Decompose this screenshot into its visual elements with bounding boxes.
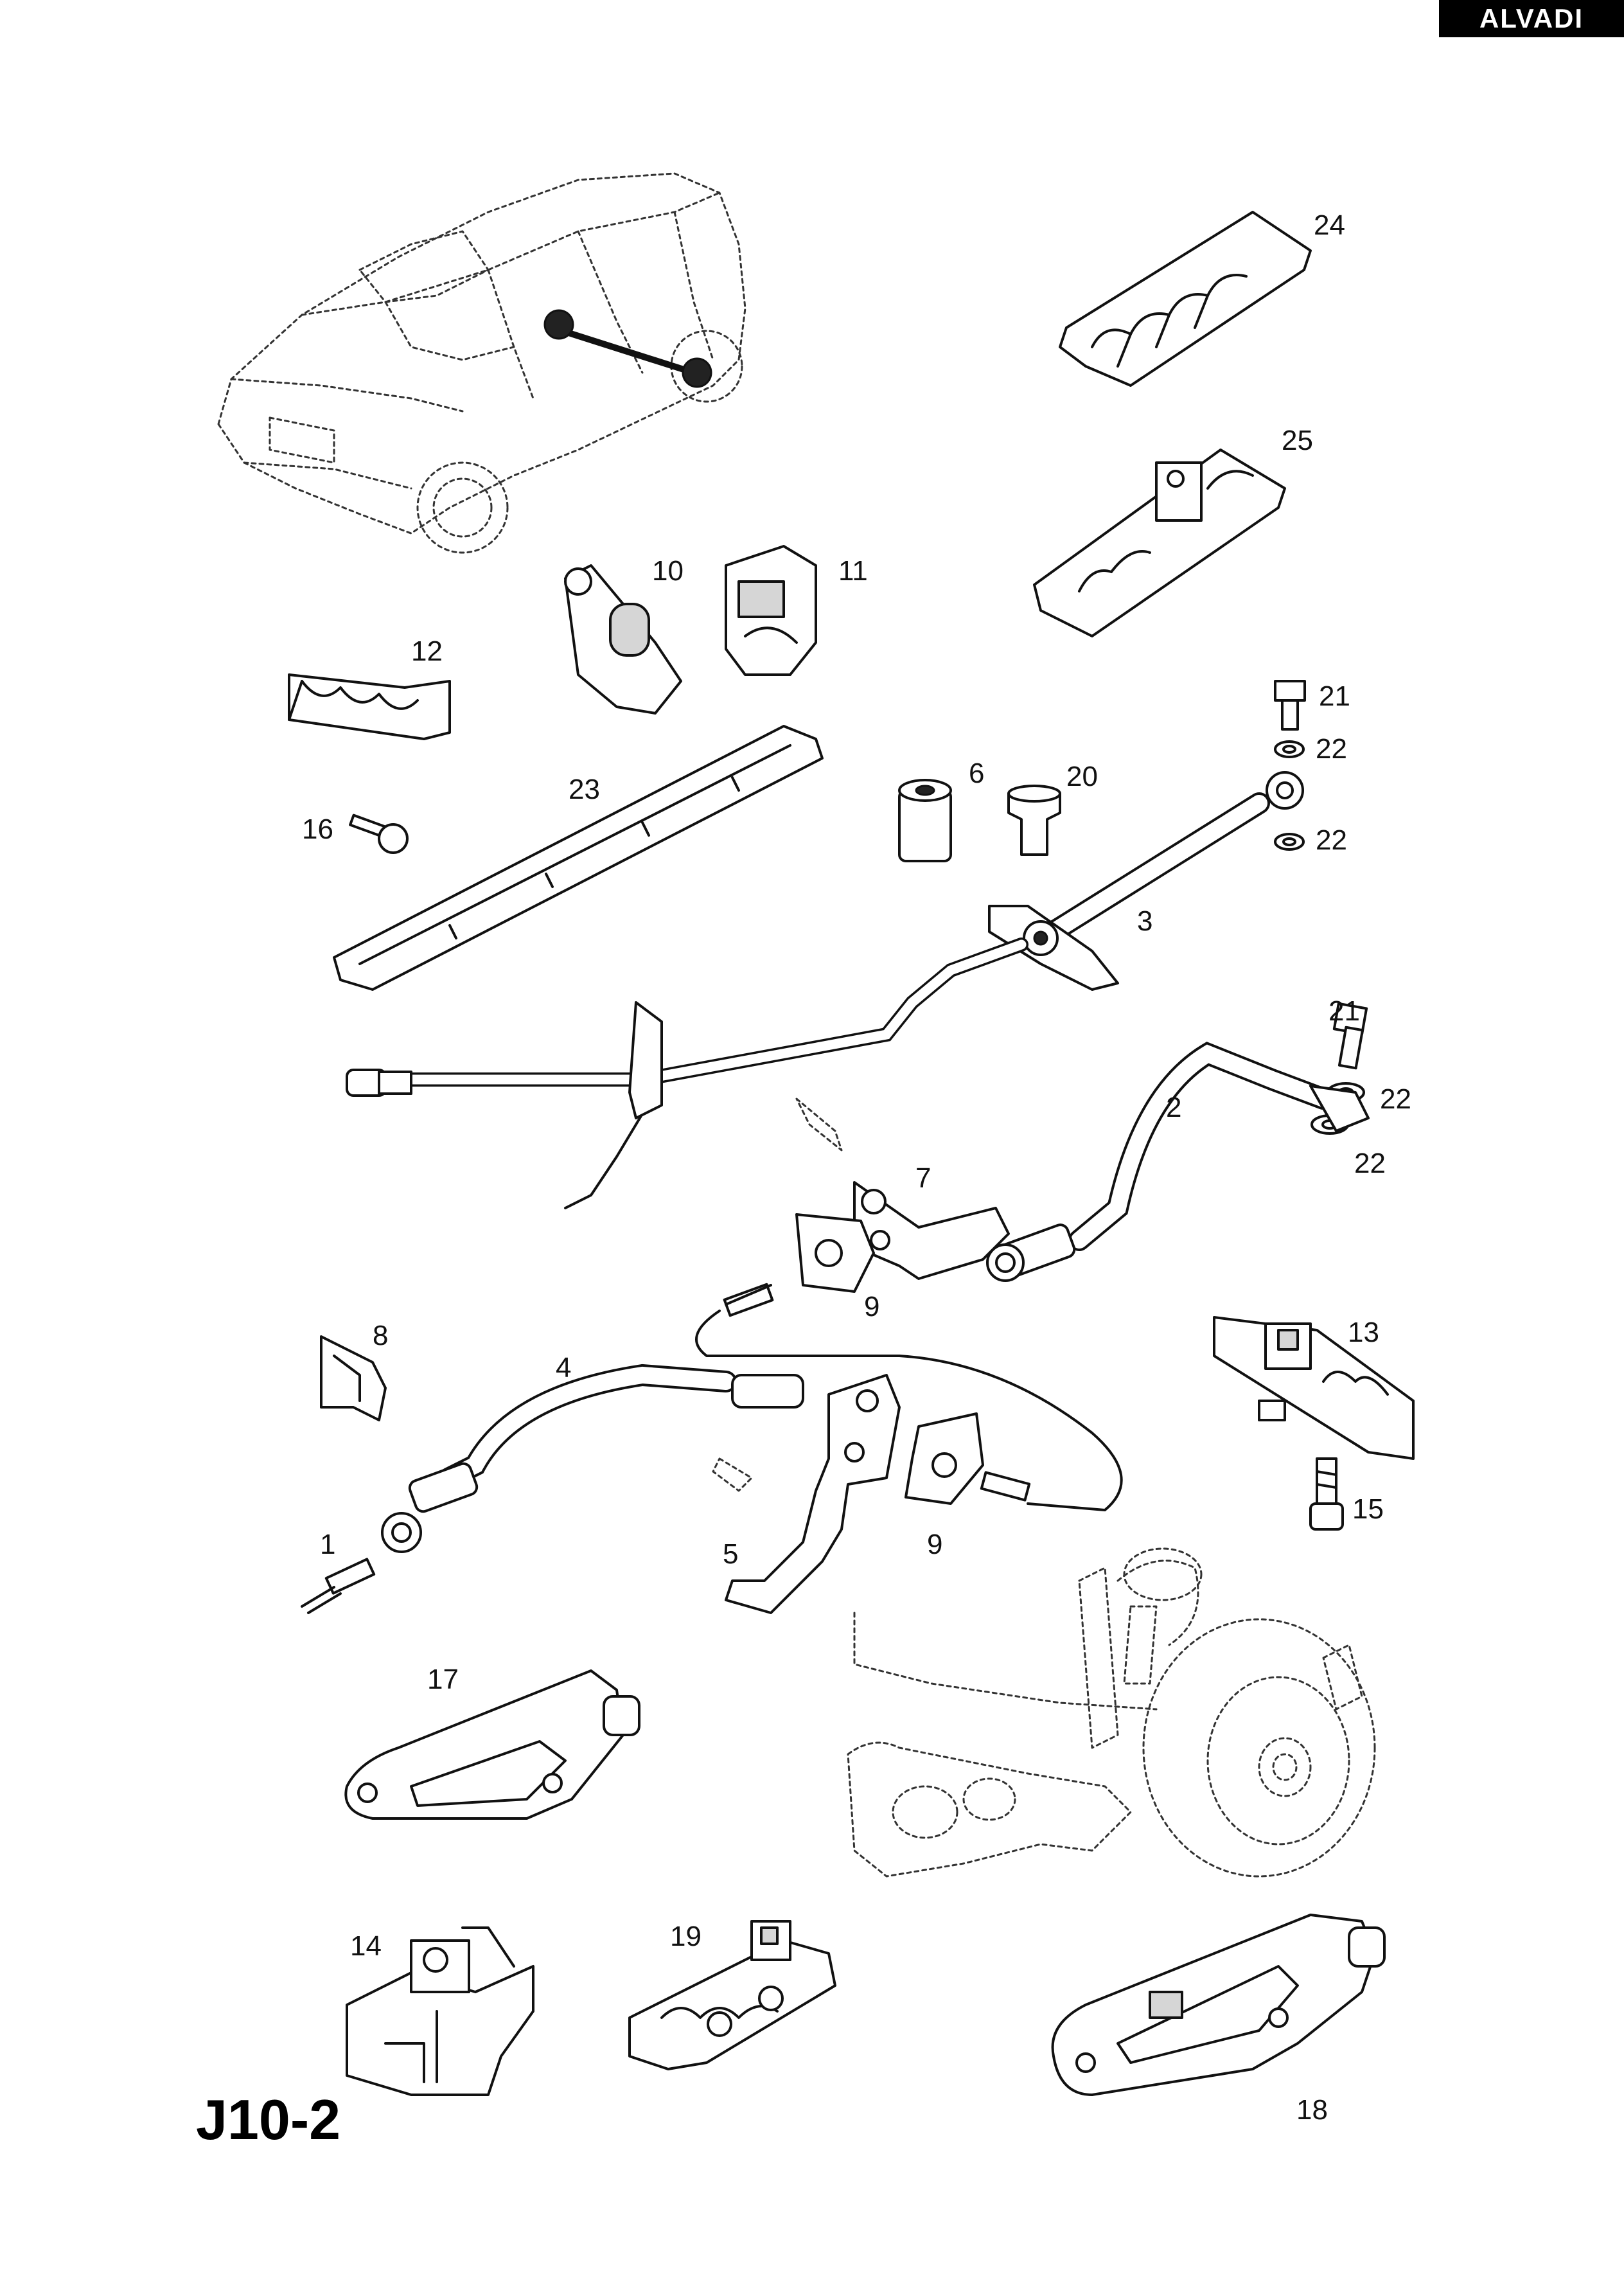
label-22-right-1: 22 bbox=[1380, 1083, 1411, 1115]
label-11: 11 bbox=[838, 555, 868, 587]
part-22-washer-top-1 bbox=[1274, 740, 1305, 758]
brake-pipe-fitting-lower bbox=[980, 1471, 1031, 1502]
label-22-top-1: 22 bbox=[1316, 733, 1347, 765]
label-22-right-2: 22 bbox=[1354, 1148, 1386, 1179]
part-4-brake-hose bbox=[381, 1364, 804, 1553]
part-16-bolt bbox=[349, 814, 409, 854]
brake-pipe-fitting-upper bbox=[723, 1283, 774, 1317]
label-1: 1 bbox=[320, 1529, 335, 1560]
part-8-retaining-clip bbox=[320, 1335, 387, 1421]
label-5: 5 bbox=[723, 1538, 738, 1570]
brake-pipe-lower bbox=[695, 1310, 1123, 1511]
label-24: 24 bbox=[1314, 209, 1345, 241]
label-8: 8 bbox=[373, 1320, 388, 1351]
part-6-connector bbox=[898, 779, 952, 862]
label-20: 20 bbox=[1066, 761, 1098, 792]
part-21-bolt-top bbox=[1274, 680, 1306, 731]
label-4: 4 bbox=[556, 1352, 571, 1383]
part-13-pipe-clip bbox=[1213, 1316, 1415, 1460]
part-22-washer-top-2 bbox=[1274, 833, 1305, 851]
part-21-bolt-right bbox=[1332, 1002, 1368, 1070]
label-22-top-2: 22 bbox=[1316, 824, 1347, 856]
label-15: 15 bbox=[1352, 1493, 1384, 1525]
label-19: 19 bbox=[670, 1921, 702, 1952]
vehicle-illustration bbox=[217, 172, 746, 554]
brake-pipe-upper bbox=[346, 938, 1028, 1209]
part-18-guide-plate bbox=[1051, 1914, 1386, 2096]
label-18: 18 bbox=[1296, 2094, 1328, 2126]
part-23-shield-strip bbox=[333, 725, 824, 991]
label-12: 12 bbox=[411, 636, 443, 667]
label-17: 17 bbox=[427, 1664, 459, 1695]
label-6: 6 bbox=[969, 758, 984, 789]
label-3: 3 bbox=[1137, 905, 1152, 937]
part-3-brake-hose bbox=[988, 771, 1304, 991]
part-11-clip bbox=[725, 545, 817, 676]
label-2: 2 bbox=[1166, 1092, 1181, 1123]
part-25-pipe-clip bbox=[1033, 449, 1286, 637]
part-17-guide-plate bbox=[344, 1669, 640, 1820]
label-25: 25 bbox=[1282, 425, 1313, 456]
part-9-clip-lower bbox=[905, 1412, 984, 1505]
label-7: 7 bbox=[915, 1162, 931, 1194]
part-2-brake-hose bbox=[986, 1042, 1370, 1282]
part-15-bolt bbox=[1309, 1457, 1344, 1531]
label-16: 16 bbox=[302, 814, 333, 845]
part-20-nut bbox=[1007, 785, 1061, 856]
part-24-pipe-clip bbox=[1059, 211, 1312, 387]
part-9-clip-upper bbox=[795, 1213, 875, 1293]
label-10: 10 bbox=[652, 555, 684, 587]
part-14-pipe-clip bbox=[346, 1926, 534, 2096]
part-10-bracket-clip bbox=[564, 564, 682, 715]
label-14: 14 bbox=[350, 1930, 382, 1962]
part-1-brake-pipe bbox=[301, 1558, 376, 1614]
label-13: 13 bbox=[1348, 1317, 1379, 1348]
label-21-right: 21 bbox=[1328, 995, 1360, 1027]
label-9-upper: 9 bbox=[864, 1291, 879, 1322]
label-21-top: 21 bbox=[1319, 680, 1350, 712]
part-12-pipe-clip bbox=[288, 673, 451, 740]
part-5-bracket bbox=[712, 1374, 901, 1614]
brand-logo: ALVADI bbox=[1439, 0, 1624, 37]
part-19-pipe-clip bbox=[628, 1920, 836, 2070]
label-23: 23 bbox=[569, 774, 600, 805]
rear-axle-illustration bbox=[847, 1547, 1376, 1878]
page-code: J10-2 bbox=[196, 2088, 341, 2151]
label-9-lower: 9 bbox=[927, 1529, 942, 1560]
callout-labels: 24 25 10 11 12 21 22 6 20 23 16 22 3 21 … bbox=[302, 209, 1411, 2126]
